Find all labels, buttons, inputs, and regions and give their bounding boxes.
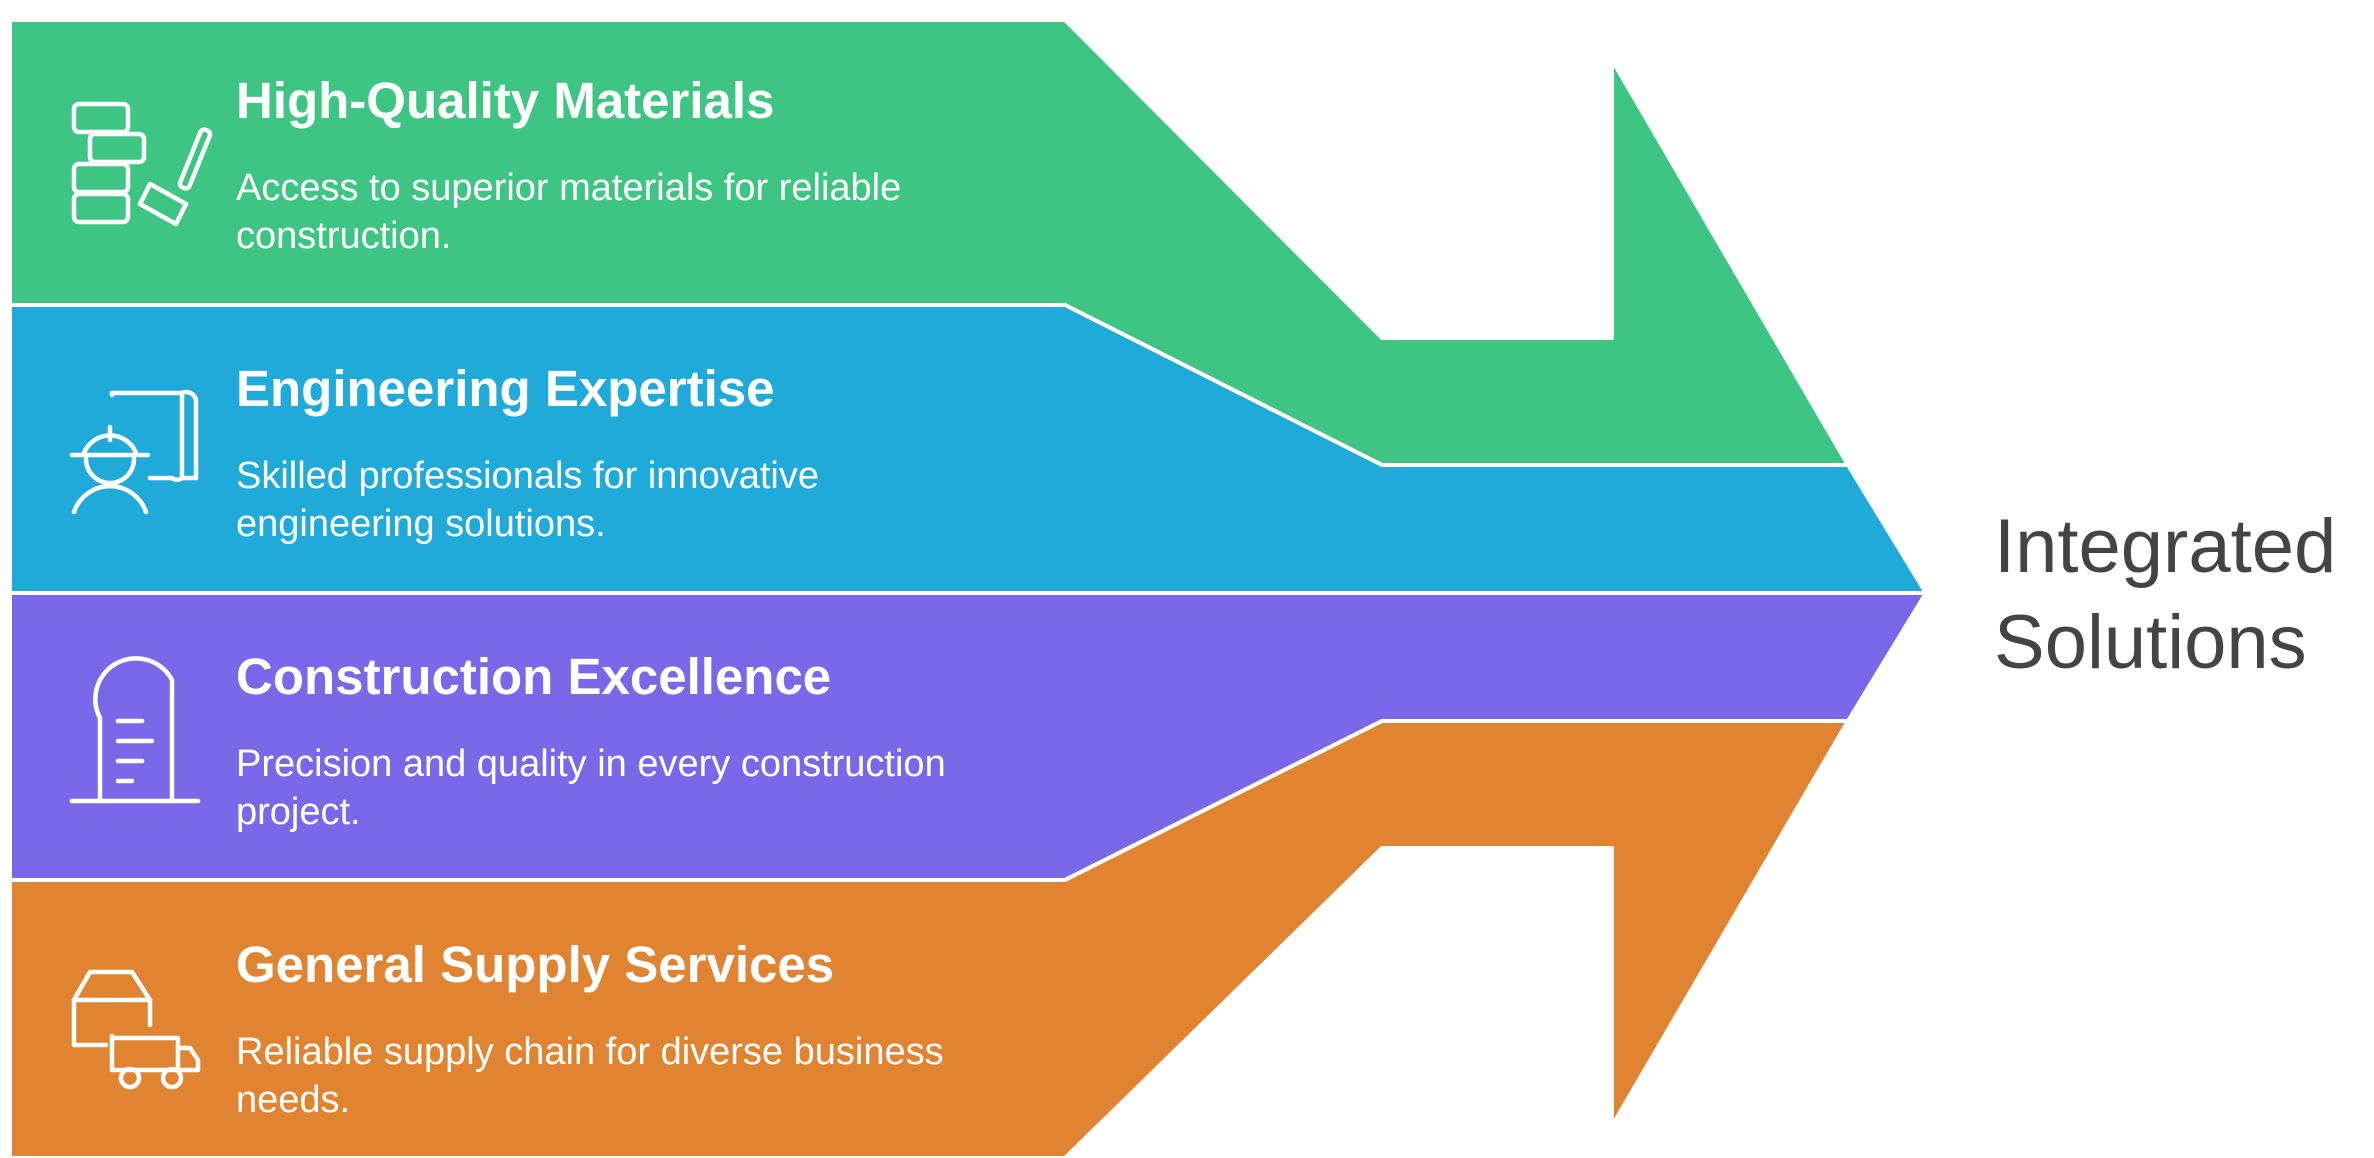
item-description-line: Precision and quality in every construct… <box>236 743 946 785</box>
result-label-line: Integrated <box>1994 504 2336 589</box>
item-description-line: engineering solutions. <box>236 503 606 545</box>
skyscraper-icon <box>69 656 201 804</box>
item-title-high-quality-materials: High-Quality Materials <box>236 72 774 129</box>
box-truck-icon <box>71 969 201 1090</box>
building-blocks-hammer-icon <box>71 101 213 227</box>
item-description-line: Reliable supply chain for diverse busine… <box>236 1031 944 1073</box>
band-general-supply-services <box>8 719 1850 1158</box>
item-title-engineering-expertise: Engineering Expertise <box>236 360 775 417</box>
item-description-line: project. <box>236 791 361 833</box>
result-label-line: Solutions <box>1994 600 2307 685</box>
item-description-line: construction. <box>236 215 451 257</box>
item-title-general-supply-services: General Supply Services <box>236 936 834 993</box>
item-description-line: needs. <box>236 1079 350 1121</box>
engineer-blueprint-icon <box>69 389 199 515</box>
item-description-line: Access to superior materials for reliabl… <box>236 167 901 209</box>
item-description-line: Skilled professionals for innovative <box>236 455 819 497</box>
item-title-construction-excellence: Construction Excellence <box>236 648 831 705</box>
